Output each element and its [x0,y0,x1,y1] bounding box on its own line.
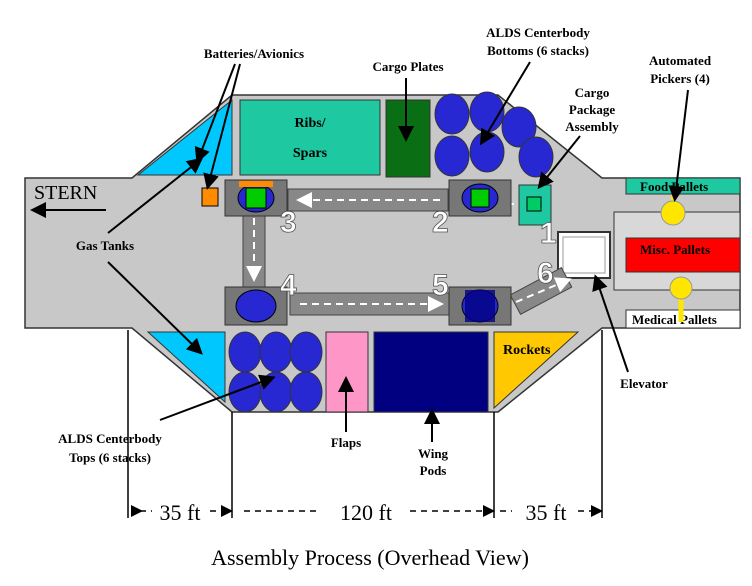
cargo-plates-block [385,99,431,178]
automated-label-1: Automated [649,53,712,68]
batteries-label: Batteries/Avionics [204,46,304,61]
alds-tops-label-2: Tops (6 stacks) [69,450,151,465]
ribs-spars-block [239,99,381,176]
wing-pods-label-1: Wing [418,446,449,461]
alds-tops-stacks [228,331,323,413]
battery-box [201,187,219,207]
automated-label-2: Pickers (4) [650,71,710,86]
leader-elevator [592,274,629,373]
elevator-inner [562,236,606,274]
flow-arrow-5-6 [515,277,572,303]
station-2 [448,179,512,217]
picker-2 [669,276,693,322]
food-pallets-label: Food Pallets [640,179,708,194]
station-4 [224,286,288,326]
leader-alds-bottoms [479,61,531,146]
leader-alds-tops [159,374,276,421]
station-number-6: 6 [537,257,554,290]
leader-gas-top [107,157,204,234]
station-number-5: 5 [432,269,449,302]
cargo-package-label-2: Package [569,102,615,117]
dimension-lines [127,330,603,518]
dimension-right: 35 ft [526,500,567,525]
station-5 [448,286,512,326]
elevator-label: Elevator [620,376,668,391]
station-3 [224,179,288,217]
station-number-3: 3 [280,206,297,239]
alds-tops-label-1: ALDS Centerbody [58,431,162,446]
wing-pods-label-2: Pods [420,463,447,478]
cargo-package-label-1: Cargo [575,85,610,100]
rockets-block [493,331,580,410]
gas-tanks-label: Gas Tanks [76,238,134,253]
station-number-4: 4 [280,269,297,302]
misc-pallets-label: Misc. Pallets [640,242,710,257]
leader-batteries-tank [194,63,236,164]
leader-cargo-package [537,135,581,190]
ribs-label: Ribs/ [294,116,326,131]
alds-bottoms-stacks [434,91,554,178]
cargo-package-inner [526,196,542,212]
leader-batteries [203,63,241,190]
misc-pallets [625,237,741,273]
dimension-middle: 120 ft [340,500,392,525]
station-number-1: 1 [540,217,557,250]
cargo-plates-label: Cargo Plates [372,59,443,74]
alds-bottoms-label-1: ALDS Centerbody [486,25,590,40]
gas-tank-bottom [146,331,226,404]
caption: Assembly Process (Overhead View) [211,545,529,570]
stern-label: STERN [34,182,97,204]
medical-pallets-label: Medical Pallets [632,312,717,327]
station-number-2: 2 [432,206,449,239]
cargo-package-box [518,184,552,226]
rockets-label: Rockets [503,343,551,358]
leader-automated [668,89,689,202]
alds-bottoms-label-2: Bottoms (6 stacks) [487,43,589,58]
wing-pods-block [373,331,489,413]
leader-gas-bottom [107,261,203,355]
cargo-package-label-3: Assembly [565,119,619,134]
dimension-left: 35 ft [160,500,201,525]
gas-tank-top [136,98,233,176]
flaps-label: Flaps [331,435,361,450]
spars-label: Spars [293,146,328,161]
